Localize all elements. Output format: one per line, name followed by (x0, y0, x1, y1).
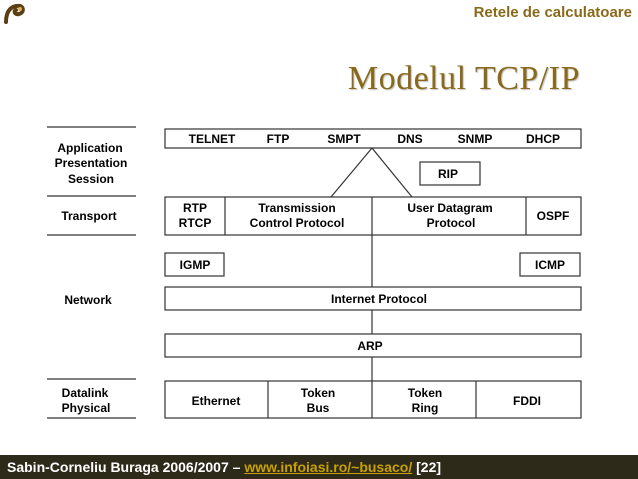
datalink-protocols-box: Ethernet Token Bus Token Ring FDDI (164, 380, 582, 419)
application-protocols-box: TELNET FTP SMPT DNS SNMP DHCP (164, 128, 582, 149)
osi-label-presentation: Presentation (55, 156, 128, 170)
protocol-token-bus-line2: Bus (307, 401, 330, 415)
osi-label-network: Network (64, 293, 112, 307)
transport-protocols-box: RTP RTCP Transmission Control Protocol U… (164, 196, 582, 236)
connector-lines (330, 147, 413, 381)
footer-page-number: [22] (412, 459, 442, 475)
osi-label-session: Session (68, 172, 114, 186)
protocol-token-ring-line1: Token (408, 386, 442, 400)
footer: Sabin-Corneliu Buraga 2006/2007 – www.in… (0, 455, 638, 479)
igmp-box: IGMP (164, 252, 225, 277)
osi-label-transport: Transport (61, 209, 116, 223)
osi-label-physical: Physical (62, 401, 111, 415)
protocol-ethernet: Ethernet (192, 394, 241, 408)
protocol-dhcp: DHCP (526, 132, 560, 146)
protocol-token-ring-line2: Ring (412, 401, 439, 415)
protocol-rtcp: RTCP (179, 216, 212, 230)
protocol-ospf: OSPF (537, 209, 570, 223)
arp-box: ARP (164, 333, 582, 358)
osi-layer-application: Application Presentation Session (55, 141, 128, 186)
protocol-rtp: RTP (183, 201, 207, 215)
slide-title: Modelul TCP/IP (347, 60, 580, 97)
protocol-smpt: SMPT (327, 132, 361, 146)
protocol-ftp: FTP (267, 132, 290, 146)
osi-label-application: Application (57, 141, 122, 155)
protocol-telnet: TELNET (189, 132, 236, 146)
osi-layer-datalink: Datalink Physical (62, 386, 111, 415)
protocol-tcp-line2: Control Protocol (250, 216, 345, 230)
footer-url-link[interactable]: www.infoiasi.ro/~busaco/ (244, 459, 413, 475)
protocol-rip: RIP (438, 167, 458, 181)
protocol-dns: DNS (397, 132, 422, 146)
protocol-igmp: IGMP (180, 258, 211, 272)
course-title: Retele de calculatoare (473, 4, 632, 21)
protocol-fddi: FDDI (513, 394, 541, 408)
logo-icon (4, 3, 25, 24)
protocol-udp-line1: User Datagram (407, 201, 492, 215)
protocol-token-bus-line1: Token (301, 386, 335, 400)
protocol-snmp: SNMP (458, 132, 493, 146)
protocol-icmp: ICMP (535, 258, 565, 272)
icmp-box: ICMP (519, 252, 581, 277)
osi-label-datalink: Datalink (62, 386, 109, 400)
protocol-arp: ARP (357, 339, 382, 353)
ip-box: Internet Protocol (164, 286, 582, 311)
protocol-tcp-line1: Transmission (258, 201, 335, 215)
rip-box: RIP (419, 161, 481, 186)
footer-author: Sabin-Corneliu Buraga 2006/2007 – (7, 459, 245, 475)
protocol-udp-line2: Protocol (427, 216, 476, 230)
protocol-ip: Internet Protocol (331, 292, 427, 306)
osi-layer-separators (47, 126, 136, 419)
